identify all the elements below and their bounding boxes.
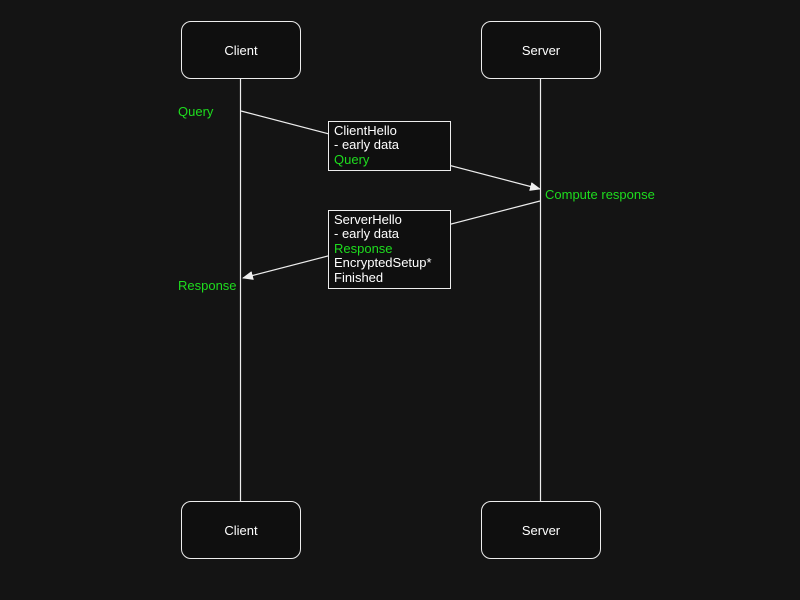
actor-server-bottom-label: Server <box>521 522 561 538</box>
actor-client-bottom: Client <box>181 501 301 559</box>
actor-server-top-label: Server <box>521 42 561 58</box>
query-label: Query <box>178 104 214 119</box>
message-line: - early data <box>334 226 400 242</box>
message-line-highlight: Query <box>334 151 370 167</box>
actor-server-bottom: Server <box>481 501 601 559</box>
message-line: ServerHello <box>334 212 402 227</box>
message-line: EncryptedSetup* <box>334 255 432 271</box>
server-hello-message-box: ServerHello - early data Response Encryp… <box>328 210 451 290</box>
actor-client-bottom-label: Client <box>224 522 258 538</box>
actor-server-top: Server <box>481 21 601 79</box>
message-line: - early data <box>334 137 400 153</box>
compute-response-label: Compute response <box>545 187 655 202</box>
actor-client-top: Client <box>181 21 301 79</box>
message-line: ClientHello <box>334 123 397 138</box>
response-label: Response <box>178 278 237 293</box>
message-line-highlight: Response <box>334 240 393 256</box>
message-line: Finished <box>334 269 384 285</box>
client-hello-message-box: ClientHello - early data Query <box>328 121 451 172</box>
actor-client-top-label: Client <box>224 42 258 58</box>
